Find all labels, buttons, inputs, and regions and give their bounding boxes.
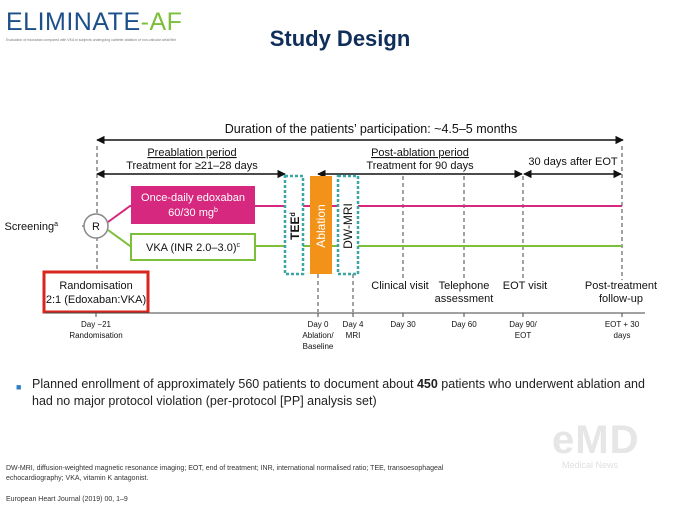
bullet-square-icon: ■ bbox=[16, 382, 22, 392]
source-citation: European Heart Journal (2019) 00, 1–9 bbox=[6, 496, 128, 503]
randomisation-node-label: R bbox=[92, 221, 100, 233]
enrollment-text: Planned enrollment of approximately 560 … bbox=[32, 376, 656, 410]
dwmri-label: DW-MRI bbox=[341, 203, 355, 249]
page-title: Study Design bbox=[269, 26, 411, 51]
dwmri-box bbox=[336, 174, 360, 276]
tee-label: TEEd bbox=[288, 212, 302, 240]
tick-day90-l1: Day 90/ bbox=[509, 320, 537, 329]
logo-tagline: Evaluation of edoxaban compared with VKA… bbox=[6, 38, 176, 42]
tick-day4-l2: MRI bbox=[346, 331, 361, 340]
logo-main-text: ELIMINATE bbox=[6, 8, 141, 36]
telephone-line1: Telephone bbox=[439, 280, 490, 292]
tick-day0-l3: Baseline bbox=[303, 342, 334, 351]
randomisation-node bbox=[83, 213, 109, 239]
edoxaban-box bbox=[131, 186, 255, 224]
vka-label: VKA (INR 2.0–3.0)c bbox=[146, 242, 241, 254]
ablation-box bbox=[310, 176, 332, 274]
tick-day-minus21-l2: Randomisation bbox=[69, 331, 122, 340]
enrollment-text-pre: Planned enrollment of approximately 560 … bbox=[32, 377, 417, 391]
tick-day60-l1: Day 60 bbox=[451, 320, 477, 329]
tick-day30-l1: Day 30 bbox=[390, 320, 416, 329]
telephone-line2: assessment bbox=[435, 293, 494, 305]
screening-label: Screeninga bbox=[5, 221, 59, 233]
enrollment-count: 450 bbox=[416, 377, 438, 391]
after-eot-label: 30 days after EOT bbox=[528, 156, 618, 168]
abbreviations-footnote: DW-MRI, diffusion-weighted magnetic reso… bbox=[6, 465, 444, 482]
postablation-title: Post-ablation period bbox=[371, 147, 469, 159]
logo-wordmark: ELIMINATE-AF bbox=[6, 8, 182, 37]
timeline-tick-marks bbox=[95, 313, 623, 317]
enrollment-text-post: patients who underwent ablation and had … bbox=[32, 377, 645, 408]
tick-day0-l1: Day 0 bbox=[308, 320, 329, 329]
tick-day0-l2: Ablation/ bbox=[302, 331, 334, 340]
study-design-diagram: Duration of the patients’ participation:… bbox=[5, 122, 658, 351]
tick-day4-l1: Day 4 bbox=[343, 320, 364, 329]
preablation-subtitle: Treatment for ≥21–28 days bbox=[126, 160, 258, 172]
post-treatment-line1: Post-treatment bbox=[585, 280, 657, 292]
tick-day-minus21-l1: Day −21 bbox=[81, 320, 112, 329]
emd-watermark: eMD Medical News bbox=[552, 420, 672, 490]
logo-af-text: -AF bbox=[140, 8, 183, 36]
preablation-title: Preablation period bbox=[147, 147, 236, 159]
clinical-visit-label: Clinical visit bbox=[371, 280, 428, 292]
edoxaban-line2: 60/30 mgb bbox=[168, 207, 218, 219]
post-treatment-line2: follow-up bbox=[599, 293, 643, 305]
eot-visit-label: EOT visit bbox=[503, 280, 547, 292]
duration-label: Duration of the patients’ participation:… bbox=[225, 122, 517, 136]
tick-eot30-l1: EOT + 30 bbox=[605, 320, 640, 329]
edoxaban-arm-line bbox=[107, 205, 622, 223]
postablation-subtitle: Treatment for 90 days bbox=[366, 160, 474, 172]
tick-eot30-l2: days bbox=[614, 331, 631, 340]
ablation-label: Ablation bbox=[314, 204, 328, 247]
vka-box bbox=[130, 233, 256, 261]
watermark-main: eMD bbox=[552, 418, 640, 462]
watermark-sub: Medical News bbox=[562, 460, 619, 470]
edoxaban-line1: Once-daily edoxaban bbox=[141, 192, 245, 204]
enrollment-bullet: ■ Planned enrollment of approximately 56… bbox=[16, 376, 656, 410]
eliminate-af-logo: ELIMINATE-AF Evaluation of edoxaban comp… bbox=[6, 8, 182, 50]
randomisation-line1: Randomisation bbox=[59, 280, 132, 292]
randomisation-box bbox=[42, 270, 150, 314]
tee-box bbox=[283, 174, 305, 276]
tick-day90-l2: EOT bbox=[515, 331, 532, 340]
randomisation-line2: 2:1 (Edoxaban:VKA) bbox=[46, 294, 146, 306]
